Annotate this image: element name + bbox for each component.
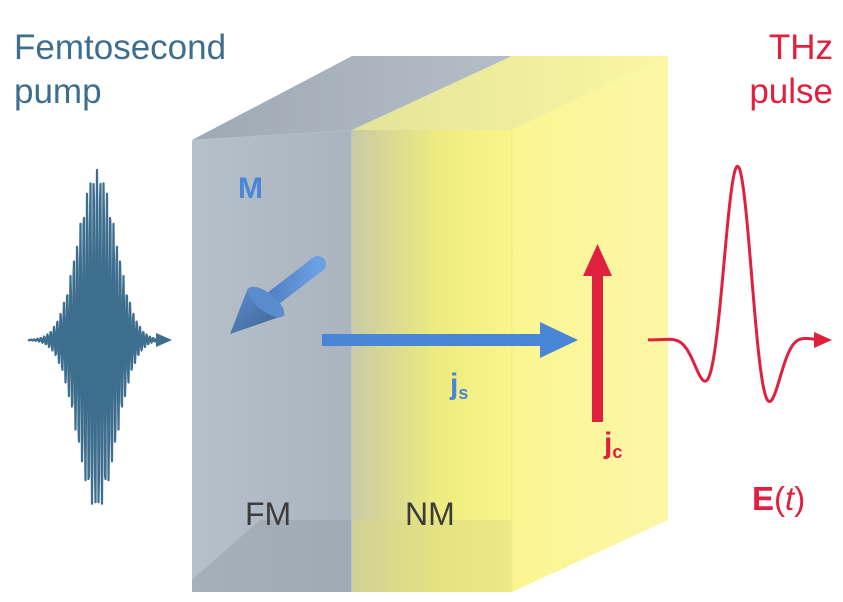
nm-front-face [352,130,512,592]
pump-label-line2: pump [14,72,102,111]
thz-label-line1: THz [768,28,833,67]
field-symbol: E [752,480,775,517]
thz-arrowhead-icon [814,332,832,348]
magnetization-label: M [238,172,263,205]
cone-arrow-icon [230,256,326,334]
right-arrow-icon [322,322,578,358]
field-close-paren: ) [794,480,806,517]
thz-label-line2: pulse [749,72,833,111]
pump-label: Femtosecond pump [14,26,226,114]
nm-top-face [352,56,668,130]
spin-current-label: js [450,368,468,404]
thz-pulse-waveform [647,164,832,403]
charge-current-subscript: c [612,442,623,462]
fm-bottom-shade [192,520,352,592]
pump-arrowhead-icon [156,333,172,347]
pump-label-line1: Femtosecond [14,28,227,67]
nm-layer-label: NM [405,496,455,532]
charge-current-symbol: j [604,427,613,460]
field-label: E(t) [752,480,805,518]
nm-bottom-shade [352,520,512,592]
field-variable: t [785,480,795,517]
fm-layer-label: FM [245,496,292,532]
spin-current-subscript: s [458,383,469,403]
thz-label: THz pulse [749,26,833,114]
up-arrow-icon [583,244,612,422]
charge-current-label: jc [604,427,622,463]
spin-current-symbol: j [450,368,459,401]
nm-side-face [512,56,668,592]
fm-top-face [192,56,512,140]
pump-pulse-waveform [27,168,172,505]
sample-block [192,56,668,592]
field-open-paren: ( [774,480,786,517]
fm-front-face [192,130,352,592]
